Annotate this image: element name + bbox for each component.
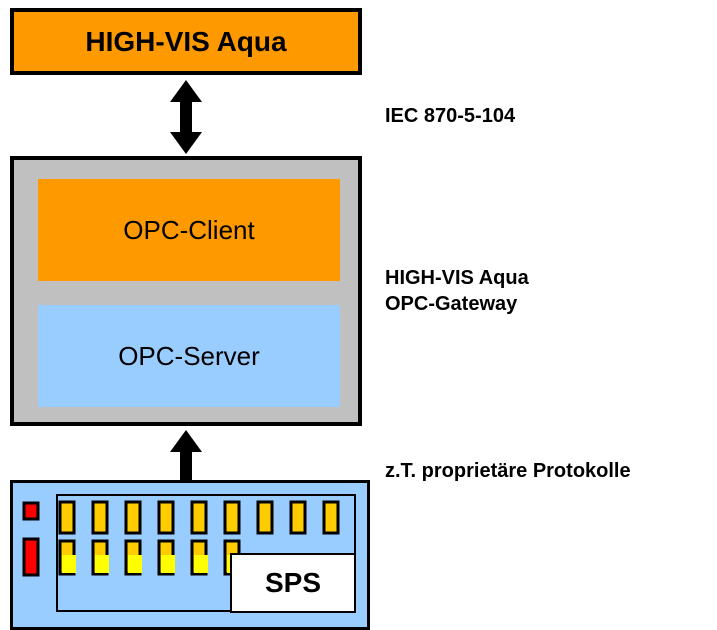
high-vis-aqua-title: HIGH-VIS Aqua	[85, 25, 287, 57]
protocol-top-label: IEC 870-5-104	[385, 105, 516, 127]
opc-client-box: OPC-Client	[38, 179, 340, 281]
io-module-upper	[289, 500, 307, 535]
opc-client-label: OPC-Client	[123, 214, 255, 245]
io-led	[95, 555, 109, 573]
io-module-upper	[190, 500, 208, 535]
io-module-upper	[58, 500, 76, 535]
high-vis-aqua-box: HIGH-VIS Aqua	[10, 8, 362, 75]
io-module-upper	[322, 500, 340, 535]
protocol-bottom-label: z.T. proprietäre Protokolle	[385, 460, 631, 482]
io-led	[161, 555, 175, 573]
io-led	[62, 555, 76, 573]
sps-label-box: SPS	[230, 553, 356, 613]
io-led	[194, 555, 208, 573]
io-led	[128, 555, 142, 573]
top-double-arrow	[170, 80, 202, 154]
io-module-upper	[124, 500, 142, 535]
gateway-label-line1: HIGH-VIS Aqua	[385, 267, 529, 289]
status-led-small	[22, 501, 40, 521]
sps-label: SPS	[264, 567, 322, 598]
io-module-upper	[91, 500, 109, 535]
io-module-upper	[157, 500, 175, 535]
io-module-upper	[223, 500, 241, 535]
status-led-large	[22, 537, 40, 577]
opc-server-label: OPC-Server	[118, 340, 260, 371]
io-module-upper	[256, 500, 274, 535]
gateway-label-line2: OPC-Gateway	[385, 293, 518, 315]
opc-server-box: OPC-Server	[38, 305, 340, 407]
